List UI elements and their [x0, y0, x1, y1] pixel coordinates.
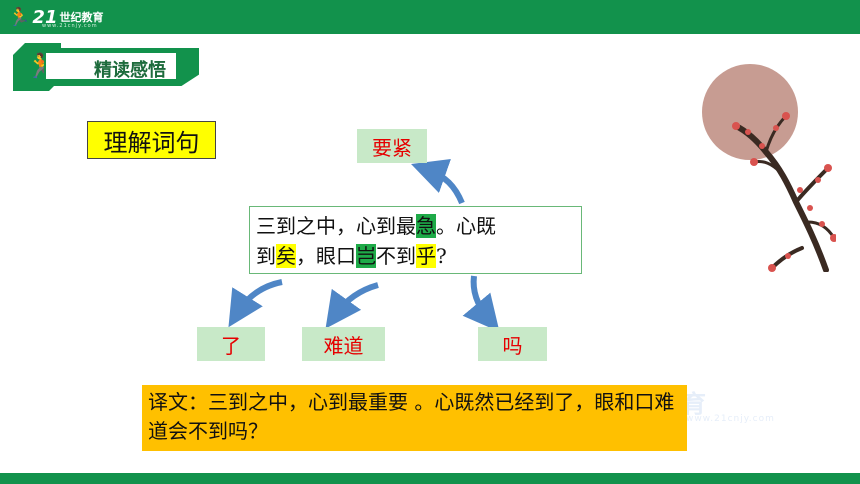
gloss-nandao: 难道 — [302, 327, 385, 361]
arrow-to-gloss-2 — [228, 279, 283, 328]
watermark-url: www.21cnjy.com — [686, 414, 775, 424]
poem-line-1: 三到之中，心到最急。心既 — [256, 214, 496, 238]
moon-illustration — [702, 64, 798, 160]
logo-url: www.21cnjy.com — [42, 23, 98, 29]
arrow-to-gloss-4 — [462, 275, 500, 332]
arrow-to-gloss-3 — [325, 282, 379, 329]
section-label-inner — [44, 51, 178, 81]
section-title: 精读感悟 — [94, 60, 166, 81]
top-bar: 🏃 21 世纪教育 www.21cnjy.com — [0, 0, 860, 34]
highlight-qi: 岂 — [356, 244, 376, 268]
logo-number: 21 — [32, 6, 58, 28]
poem-line-2: 到矣，眼口岂不到乎? — [256, 244, 447, 268]
logo-brand: 世纪教育 — [59, 11, 104, 24]
section-tab: 🏃 精读感悟 — [13, 43, 199, 91]
arrow-to-gloss-1 — [411, 159, 465, 205]
highlight-ji: 急 — [416, 214, 436, 238]
gloss-le: 了 — [197, 327, 265, 361]
highlight-yi: 矣 — [276, 244, 296, 268]
logo: 🏃 21 世纪教育 www.21cnjy.com — [8, 3, 103, 31]
gloss-yaojin: 要紧 — [357, 129, 427, 163]
gloss-ma: 吗 — [478, 327, 547, 361]
highlight-hu: 乎 — [416, 244, 436, 268]
poem-text: 三到之中，心到最急。心既 到矣，眼口岂不到乎? — [249, 206, 582, 274]
translation-box: 译文：三到之中，心到最重要 。心既然已经到了，眼和口难道会不到吗？ — [142, 385, 687, 451]
keyword-label: 理解词句 — [87, 121, 216, 159]
bottom-bar — [0, 473, 860, 484]
plum-blossom-icon — [732, 112, 836, 272]
runner-icon: 🏃 — [8, 6, 31, 28]
